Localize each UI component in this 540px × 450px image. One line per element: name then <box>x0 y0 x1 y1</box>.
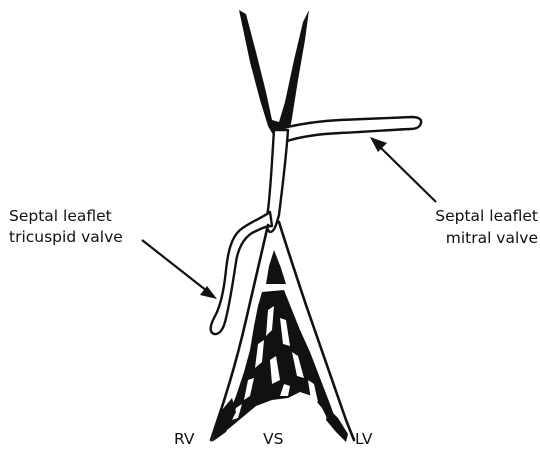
tricuspid-label-line1: Septal leaflet <box>9 207 112 225</box>
atrial-septum-wedge <box>239 10 309 142</box>
vs-label: VS <box>263 430 283 448</box>
tricuspid-label-line2: tricuspid valve <box>9 228 123 246</box>
rv-label: RV <box>174 430 195 448</box>
lv-label: LV <box>355 430 373 448</box>
mitral-valve-leaflet <box>283 117 421 141</box>
mitral-arrow <box>370 137 436 202</box>
tricuspid-arrow <box>142 240 217 299</box>
mitral-label-line1: Septal leaflet <box>435 207 538 225</box>
mitral-label-line2: mitral valve <box>446 229 538 247</box>
septum-apex-dark <box>266 250 286 284</box>
